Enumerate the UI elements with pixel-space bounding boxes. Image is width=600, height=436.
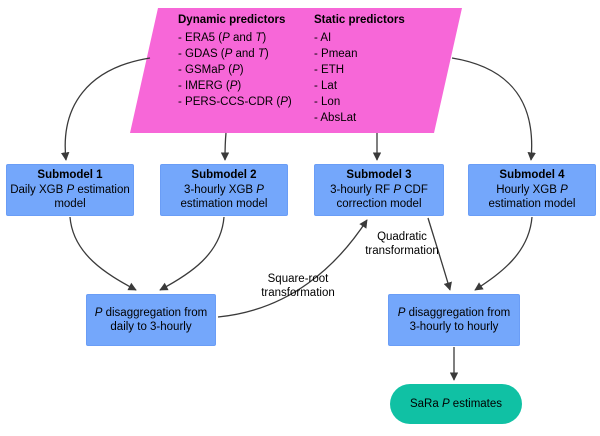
disagg-daily-to-3hourly-label: P disaggregation from daily to 3-hourly [94, 306, 208, 334]
submodel-2-title: Submodel 2 [191, 169, 257, 182]
disagg-3hourly-to-hourly-label: P disaggregation from 3-hourly to hourly [397, 306, 511, 334]
arrow-submodel1-to-disagg-daily [69, 216, 137, 291]
list-item: - GDAS (P and T) [178, 48, 269, 60]
submodel-3-box: Submodel 3 3-hourly RF P CDF correction … [314, 164, 444, 216]
sara-estimates-label: SaRa P estimates [409, 398, 503, 410]
list-item: - Lon [314, 96, 341, 108]
submodel-3-title: Submodel 3 [346, 169, 412, 182]
static-predictors-list: Static predictors - AI - Pmean - ETH - L… [314, 12, 405, 126]
list-item: - AI [314, 32, 332, 44]
dynamic-predictors-title: Dynamic predictors [178, 14, 286, 26]
list-item: - ERA5 (P and T) [178, 32, 267, 44]
arrow-predictors-to-submodel4 [451, 57, 536, 161]
submodel-3-body: 3-hourly RF P CDF correction model [330, 183, 428, 211]
list-item: - AbsLat [314, 112, 357, 124]
square-root-transformation-label: Square-root transformation [261, 273, 335, 299]
arrow-quadratic-submodel3-to-disagg-hourly [427, 217, 452, 291]
disagg-3hourly-to-hourly-box: P disaggregation from 3-hourly to hourly [388, 294, 520, 346]
quadratic-transformation-label: Quadratic transformation [365, 231, 439, 257]
list-item: - GSMaP (P) [178, 64, 244, 76]
disagg-daily-to-3hourly-box: P disaggregation from daily to 3-hourly [86, 294, 216, 346]
arrow-sqrt-disagg-daily-to-submodel3 [217, 219, 368, 318]
arrow-predictors-to-submodel1 [60, 57, 151, 161]
submodel-1-body: Daily XGB P estimation model [10, 183, 130, 211]
list-item: - PERS-CCS-CDR (P) [178, 96, 292, 108]
arrow-submodel2-to-disagg-daily [159, 216, 225, 291]
static-predictors-title: Static predictors [314, 14, 405, 26]
list-item: - Lat [314, 80, 338, 92]
arrow-predictors-to-submodel2 [220, 132, 230, 161]
dynamic-predictors-list: Dynamic predictors - ERA5 (P and T) - GD… [178, 12, 292, 110]
submodel-2-body: 3-hourly XGB P estimation model [180, 183, 268, 211]
sara-estimates-output: SaRa P estimates [390, 384, 522, 424]
submodel-1-box: Submodel 1 Daily XGB P estimation model [6, 164, 134, 216]
arrow-submodel4-to-disagg-hourly [474, 216, 533, 291]
submodel-4-box: Submodel 4 Hourly XGB P estimation model [468, 164, 596, 216]
predictors-parallelogram [130, 8, 462, 133]
submodel-1-title: Submodel 1 [37, 169, 103, 182]
submodel-4-title: Submodel 4 [499, 169, 565, 182]
list-item: - ETH [314, 64, 345, 76]
list-item: - Pmean [314, 48, 358, 60]
submodel-4-body: Hourly XGB P estimation model [488, 183, 576, 211]
list-item: - IMERG (P) [178, 80, 242, 92]
submodel-2-box: Submodel 2 3-hourly XGB P estimation mod… [160, 164, 288, 216]
